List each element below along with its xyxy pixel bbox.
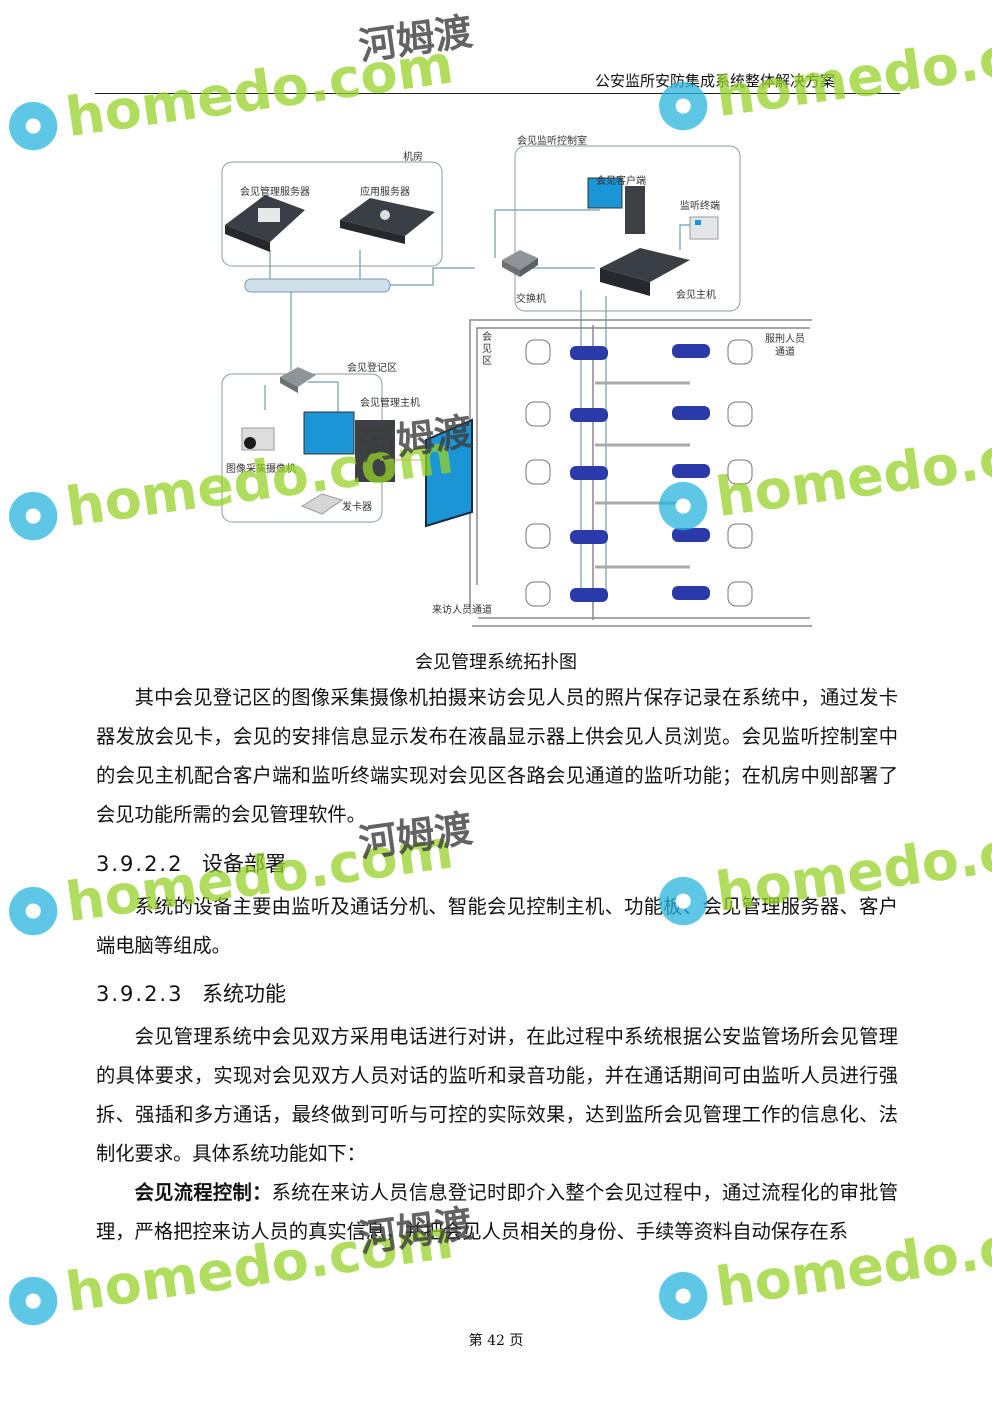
camera-icon: [241, 427, 275, 451]
flower-logo-icon: [1, 484, 65, 549]
phone-icon: [570, 466, 608, 480]
mgmt-server-icon: [225, 195, 305, 252]
chair-icon: [525, 523, 551, 549]
label-client: 会见客户端: [596, 176, 646, 187]
label-visitor-channel: 来访人员通道: [432, 605, 492, 616]
card-issuer-icon: [300, 493, 344, 515]
paragraph: 系统的设备主要由监听及通话分机、智能会见控制主机、功能板、会见管理服务器、客户端…: [96, 895, 898, 957]
paragraph: 其中会见登记区的图像采集摄像机拍摄来访会见人员的照片保存记录在系统中，通过发卡器…: [96, 686, 898, 826]
flower-logo-icon: [651, 1264, 715, 1329]
label-register-area: 会见登记区: [347, 363, 397, 374]
flower-logo-icon: [1, 94, 65, 159]
flower-logo-icon: [1, 1269, 65, 1334]
label-card-issuer: 发卡器: [342, 502, 372, 513]
control-room-box: [514, 145, 741, 312]
section-title: 设备部署: [202, 852, 286, 876]
label-app-server: 应用服务器: [360, 187, 410, 198]
chair-icon: [525, 401, 551, 427]
phone-icon: [672, 528, 710, 542]
server-room-box: [221, 161, 443, 267]
chair-icon: [727, 459, 753, 485]
phone-icon: [672, 464, 710, 478]
paragraph: 会见流程控制：系统在来访人员信息登记时即介入整个会见过程中，通过流程化的审批管理…: [96, 1174, 898, 1252]
mgmt-host-pc-icon: [303, 411, 395, 482]
chair-icon: [525, 581, 551, 607]
chair-icon: [727, 339, 753, 365]
chair-icon: [525, 339, 551, 365]
bold-lead: 会见流程控制：: [134, 1181, 272, 1204]
flower-logo-icon: [1, 879, 65, 944]
paragraph: 会见管理系统中会见双方采用电话进行对讲，在此过程中系统根据公安监管场所会见管理的…: [96, 1025, 898, 1165]
meeting-host-icon: [600, 248, 690, 296]
label-switch: 交换机: [516, 294, 546, 305]
figure-caption: 会见管理系统拓扑图: [415, 652, 577, 673]
app-server-icon: [340, 198, 435, 244]
phone-icon: [672, 344, 710, 358]
label-mgmt-server: 会见管理服务器: [240, 187, 310, 198]
label-meeting-area: 会见区: [482, 332, 492, 367]
client-pc-icon: [587, 177, 645, 234]
label-control-room: 会见监听控制室: [517, 136, 587, 147]
phone-icon: [570, 346, 608, 360]
meeting-area-frame: [469, 319, 812, 627]
label-camera: 图像采集摄像机: [226, 464, 296, 475]
phone-icon: [672, 406, 710, 420]
header-rule: [95, 93, 900, 94]
chair-icon: [727, 401, 753, 427]
watermark-cn: 河姆渡: [355, 9, 476, 69]
network-bus: [244, 278, 391, 293]
paragraph-text: 系统在来访人员信息登记时即介入整个会见过程中，通过流程化的审批管理，严格把控来访…: [96, 1181, 898, 1243]
label-inmate-channel: 服刑人员通道: [765, 334, 805, 358]
page-number: 第 42 页: [468, 1333, 524, 1349]
topology-diagram: 机房 会见管理服务器 应用服务器 会见监听控制室 会见客户端 监听终端 交换机 …: [220, 130, 812, 630]
label-monitor-terminal: 监听终端: [680, 201, 720, 212]
phone-icon: [672, 586, 710, 600]
register-switch-icon: [280, 367, 316, 393]
chair-icon: [727, 523, 753, 549]
switch-icon: [502, 250, 538, 277]
monitor-terminal-icon: [689, 216, 719, 240]
topology-graphics: [221, 145, 812, 627]
label-host: 会见主机: [676, 290, 716, 301]
page-header: 公安监所安防集成系统整体解决方案: [594, 72, 835, 90]
chair-icon: [727, 581, 753, 607]
phone-icon: [570, 588, 608, 602]
section-heading: 3.9.2.2 设备部署: [96, 848, 286, 878]
label-server-room: 机房: [403, 152, 423, 163]
label-mgmt-host: 会见管理主机: [360, 398, 420, 409]
section-heading: 3.9.2.3 系统功能: [96, 978, 286, 1008]
phone-icon: [570, 408, 608, 422]
phone-icon: [570, 530, 608, 544]
section-title: 系统功能: [202, 982, 286, 1006]
booth-group: [525, 339, 753, 607]
display-screen-icon: [425, 418, 473, 528]
section-number: 3.9.2.2: [96, 852, 184, 876]
chair-icon: [525, 459, 551, 485]
section-number: 3.9.2.3: [96, 982, 184, 1006]
